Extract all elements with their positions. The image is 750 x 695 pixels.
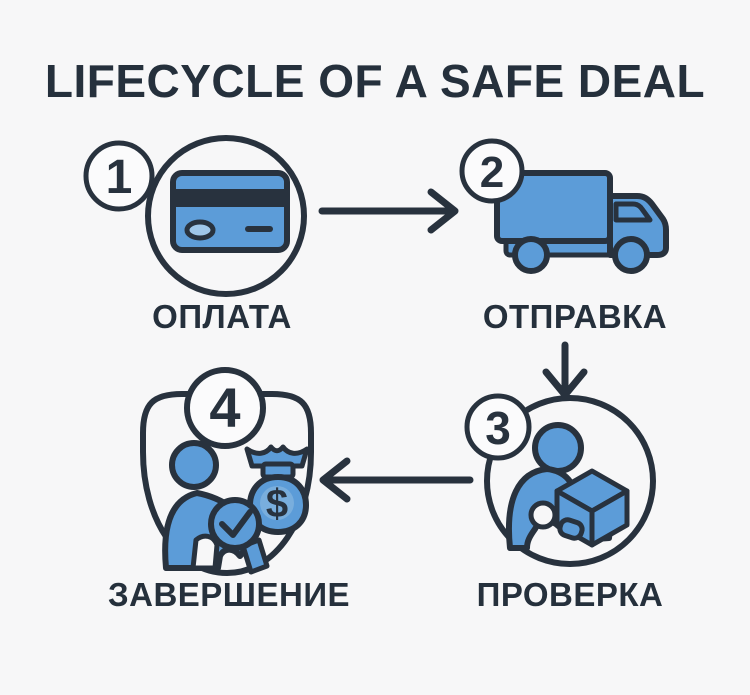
person-head	[169, 440, 219, 490]
check-circle	[208, 497, 262, 551]
arrow-left-icon	[319, 457, 474, 503]
parcel-box	[554, 468, 630, 548]
money-bag-disc	[260, 486, 294, 520]
credit-card-icon	[170, 170, 290, 253]
step-4-number: 4	[209, 376, 240, 439]
dollar-sign: $	[266, 482, 288, 526]
check-mark-icon	[219, 509, 253, 538]
truck-wheel-front	[612, 236, 650, 274]
step-3-label: ПРОВЕРКА	[477, 576, 664, 613]
step-3-badge	[464, 393, 532, 461]
step-2-label: ОТПРАВКА	[483, 298, 667, 335]
person-arm-curl	[528, 500, 558, 530]
money-bag-icon: $	[244, 444, 310, 535]
step-1-badge	[83, 140, 155, 212]
truck-wheel-rear	[512, 236, 550, 274]
arrow-right-icon	[318, 188, 459, 234]
step-4-label: ЗАВЕРШЕНИЕ	[108, 576, 350, 613]
delivery-truck-icon	[494, 170, 669, 274]
truck-window	[613, 201, 653, 223]
step-4-completion: $ 4 ЗАВЕРШЕНИЕ	[108, 367, 350, 613]
person-holding-box-icon	[506, 422, 630, 551]
step-2-number: 2	[480, 148, 504, 197]
step-1-label: ОПЛАТА	[152, 298, 292, 335]
step-1-payment: 1 ОПЛАТА	[83, 135, 307, 335]
step-1-circle	[145, 135, 307, 297]
step-3-verification: 3 ПРОВЕРКА	[464, 393, 664, 613]
step-3-circle	[484, 395, 656, 567]
step-3-number: 3	[485, 402, 511, 454]
arrow-down-icon	[542, 341, 588, 399]
person-head	[532, 422, 584, 474]
person-money-check-icon: $	[162, 440, 310, 575]
page-title: LIFECYCLE OF A SAFE DEAL	[44, 55, 706, 107]
person-shirt	[190, 533, 220, 571]
person-hand	[557, 517, 585, 541]
step-1-number: 1	[106, 151, 133, 204]
step-2-badge	[459, 138, 525, 204]
card-chip	[184, 219, 216, 241]
step-4-badge	[184, 367, 266, 449]
step-2-shipping: 2 ОТПРАВКА	[459, 138, 669, 335]
